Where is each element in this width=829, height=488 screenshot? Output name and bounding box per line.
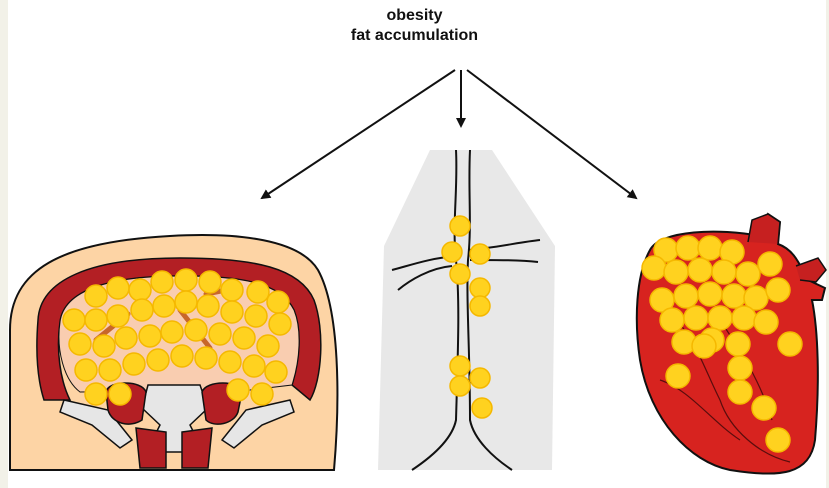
abdomen-fat-droplet [75,359,97,381]
heart-fat-droplet [712,260,736,284]
vessel-fat-droplet [470,296,490,316]
heart-fat-droplet [664,260,688,284]
abdomen-fat-droplet [269,313,291,335]
vessel-background [378,150,555,470]
abdomen-fat-droplet [251,383,273,405]
heart-fat-droplet [698,236,722,260]
heart-fat-droplet [722,284,746,308]
abdomen-fat-droplet [195,347,217,369]
abdomen-fat-droplet [243,355,265,377]
heart-fat-droplet [726,332,750,356]
abdomen-fat-droplet [107,305,129,327]
heart-fat-droplet [758,252,782,276]
abdomen-fat-droplet [175,269,197,291]
abdomen-fat-droplet [175,291,197,313]
heart-fat-droplet [698,282,722,306]
abdomen-fat-droplet [107,277,129,299]
abdomen-fat-droplet [221,301,243,323]
vessel-fat-droplet [450,216,470,236]
heart-fat-droplet [708,306,732,330]
heart-fat-droplet [728,356,752,380]
heart-fat-droplet [684,306,708,330]
abdomen-fat-droplet [109,383,131,405]
abdomen-fat-droplet [221,279,243,301]
vessel-fat-droplet [470,368,490,388]
heart-fat-droplet [676,236,700,260]
abdomen-fat-droplet [197,295,219,317]
heart-fat-droplet [736,262,760,286]
heart-fat-droplet [766,278,790,302]
heart-branch-right [796,258,826,282]
heart-fat-droplet [752,396,776,420]
heart-fat-droplet [692,334,716,358]
abdomen-fat-droplet [265,361,287,383]
abdomen-fat-droplet [129,279,151,301]
vessel-fat-droplet [472,398,492,418]
abdomen-fat-droplet [85,309,107,331]
abdomen-fat-droplet [69,333,91,355]
abdomen-fat-droplet [267,291,289,313]
vessel-fat-droplet [442,242,462,262]
vessel-fat-droplet [450,264,470,284]
abdomen-fat-droplet [153,295,175,317]
abdomen-fat-droplet [233,327,255,349]
abdomen-fat-droplet [131,299,153,321]
heart-fat-droplet [778,332,802,356]
abdomen-fat-droplet [209,323,231,345]
abdomen-fat-droplet [185,319,207,341]
abdomen-fat-droplet [227,379,249,401]
abdomen-fat-droplet [257,335,279,357]
heart-fat-droplet [642,256,666,280]
vessel-fat-droplet [470,244,490,264]
abdomen-fat-droplet [63,309,85,331]
heart-fat-droplet [728,380,752,404]
vessel-fat-droplet [470,278,490,298]
abdomen-fat-droplet [161,321,183,343]
abdomen-back-muscle-left [136,428,166,468]
vessel-fat-droplet [450,356,470,376]
abdomen-fat-droplet [219,351,241,373]
abdomen-fat-droplet [245,305,267,327]
abdomen-fat-droplet [147,349,169,371]
vessel-fat-droplet [450,376,470,396]
heart-fat-droplet [766,428,790,452]
abdomen-cross-section-icon [10,235,337,470]
abdomen-fat-droplet [123,353,145,375]
abdomen-fat-droplet [171,345,193,367]
heart-fat-droplet [754,310,778,334]
abdomen-fat-droplet [85,383,107,405]
heart-fat-droplet [674,284,698,308]
abdomen-fat-droplet [151,271,173,293]
abdomen-fat-droplet [139,325,161,347]
abdomen-fat-droplet [199,271,221,293]
heart-fat-droplet [732,306,756,330]
abdomen-fat-droplet [85,285,107,307]
heart-icon [637,214,826,474]
heart-fat-droplet [688,258,712,282]
blood-vessel-icon [378,150,555,470]
heart-fat-droplet [666,364,690,388]
heart-vessel-top [748,214,780,244]
abdomen-fat-droplet [93,335,115,357]
abdomen-fat-droplet [115,327,137,349]
abdomen-fat-droplet [247,281,269,303]
heart-fat-droplet [660,308,684,332]
abdomen-fat-droplet [99,359,121,381]
abdomen-back-muscle-right [182,428,212,468]
